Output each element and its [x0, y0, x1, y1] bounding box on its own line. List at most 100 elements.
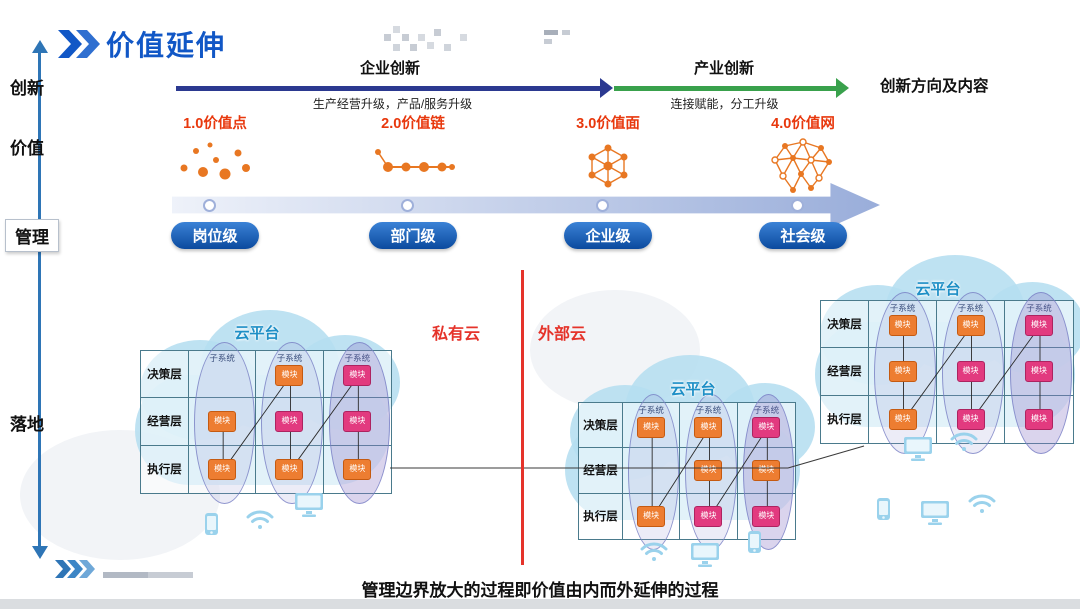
footer-chevrons-decoration [55, 560, 193, 578]
table-cell: 子系统模块 [256, 351, 324, 399]
timeline-ring [203, 199, 216, 212]
module-block: 模块 [752, 416, 781, 438]
table-cell: 模块 [737, 448, 795, 494]
axis-label-management: 管理 [5, 219, 59, 252]
monitor-icon [295, 493, 323, 517]
module-block: 模块 [275, 364, 304, 386]
table-cell: 模块 [680, 448, 738, 494]
table-cell: 模块 [256, 445, 324, 493]
subsystem-label: 子系统 [695, 405, 722, 415]
row-label: 执行层 [141, 445, 189, 493]
subsystem-label: 子系统 [1026, 303, 1052, 313]
stage-label: 1.0价值点 [183, 116, 247, 132]
table-cell: 子系统 [189, 351, 257, 399]
module-block: 模块 [275, 458, 304, 480]
row-label: 经营层 [141, 398, 189, 446]
module-block: 模块 [956, 408, 985, 430]
external-cloud-table-left: 决策层子系统模块子系统模块子系统模块经营层模块模块执行层模块模块模块 [578, 394, 796, 550]
module-block: 模块 [1025, 314, 1053, 336]
industry-innovation-desc: 连接赋能，分工升级 [670, 97, 779, 111]
title-chevrons-icon [58, 30, 100, 58]
monitor-icon [904, 437, 932, 461]
level-pill-position: 岗位级 [171, 222, 259, 249]
innovation-direction-note: 创新方向及内容 [880, 78, 989, 95]
table-cell: 模块 [1005, 396, 1073, 443]
table-cell: 子系统模块 [680, 403, 738, 449]
table-cell: 模块 [1005, 348, 1073, 396]
subsystem-label: 子系统 [638, 405, 664, 415]
stage-value-chain: 2.0价值链 [353, 112, 473, 182]
page-title: 价值延伸 [106, 30, 227, 61]
table-cell: 模块 [869, 348, 937, 396]
row-label: 执行层 [821, 395, 869, 443]
private-cloud-label: 私有云 [432, 326, 481, 343]
vertical-axis-arrowhead-top [32, 40, 48, 53]
table-cell: 子系统模块 [1005, 301, 1073, 349]
table-cell: 子系统模块 [623, 403, 681, 449]
module-block: 模块 [208, 458, 237, 480]
industry-arrowhead [836, 78, 849, 98]
cloud-platform-label: 云平台 [234, 325, 280, 342]
module-block: 模块 [888, 360, 917, 382]
subsystem-label: 子系统 [753, 405, 780, 415]
table-cell: 模块 [937, 348, 1005, 396]
bottom-bar [0, 599, 1080, 609]
phone-icon [748, 531, 761, 553]
row-label: 决策层 [579, 403, 623, 449]
module-block: 模块 [208, 410, 237, 432]
module-block: 模块 [888, 314, 917, 336]
value-network-icon [771, 138, 832, 193]
subsystem-label: 子系统 [344, 353, 371, 363]
stage-label: 2.0价值链 [381, 116, 445, 132]
axis-label-landing: 落地 [10, 415, 44, 434]
table-cell: 模块 [680, 493, 738, 539]
module-block: 模块 [694, 505, 723, 527]
module-block: 模块 [1025, 408, 1053, 430]
module-block: 模块 [694, 416, 723, 438]
stage-label: 3.0价值面 [576, 116, 640, 132]
table-cell: 子系统模块 [869, 301, 937, 349]
enterprise-innovation-arrow [176, 86, 600, 91]
cloud-platform-label: 云平台 [670, 381, 716, 398]
value-surface-icon [588, 144, 628, 188]
module-block: 模块 [956, 314, 985, 336]
enterprise-innovation-label: 企业创新 [359, 60, 420, 77]
external-cloud-table-right: 决策层子系统模块子系统模块子系统模块经营层模块模块模块执行层模块模块模块 [820, 292, 1074, 454]
table-cell: 子系统模块 [937, 301, 1005, 349]
module-block: 模块 [1025, 360, 1053, 382]
table-cell: 模块 [189, 398, 257, 446]
level-pill-enterprise: 企业级 [564, 222, 652, 249]
external-cloud-label: 外部云 [538, 326, 587, 343]
timeline-ring [596, 199, 609, 212]
enterprise-innovation-desc: 生产经营升级，产品/服务升级 [312, 97, 473, 111]
enterprise-arrowhead [600, 78, 613, 98]
timeline-ring [401, 199, 414, 212]
table-cell: 模块 [323, 398, 391, 446]
industry-innovation-label: 产业创新 [693, 60, 754, 77]
row-label: 经营层 [821, 348, 869, 396]
subsystem-label: 子系统 [957, 303, 984, 313]
module-block: 模块 [275, 410, 304, 432]
table-cell: 模块 [324, 446, 391, 493]
axis-label-value: 价值 [10, 139, 44, 158]
table-cell [623, 448, 681, 494]
pixel-decoration [384, 26, 570, 51]
module-block: 模块 [888, 408, 917, 430]
value-chain-icon [375, 149, 455, 172]
timeline-ring [791, 199, 804, 212]
private-cloud-table: 决策层子系统子系统模块子系统模块经营层模块模块模块执行层模块模块模块 [140, 342, 392, 504]
cloud-platform-label: 云平台 [915, 281, 961, 298]
level-pill-society: 社会级 [759, 222, 847, 249]
table-cell: 子系统模块 [737, 403, 795, 449]
industry-innovation-arrow [614, 86, 836, 91]
module-block: 模块 [343, 458, 372, 480]
row-label: 经营层 [579, 448, 623, 494]
axis-label-innovation: 创新 [10, 79, 44, 98]
module-block: 模块 [343, 364, 372, 386]
monitor-icon [691, 543, 719, 567]
phone-icon [877, 498, 890, 520]
stage-value-point: 1.0价值点 [155, 112, 275, 182]
wifi-icon [246, 510, 274, 529]
footer-caption: 管理边界放大的过程即价值由内而外延伸的过程 [361, 581, 719, 600]
